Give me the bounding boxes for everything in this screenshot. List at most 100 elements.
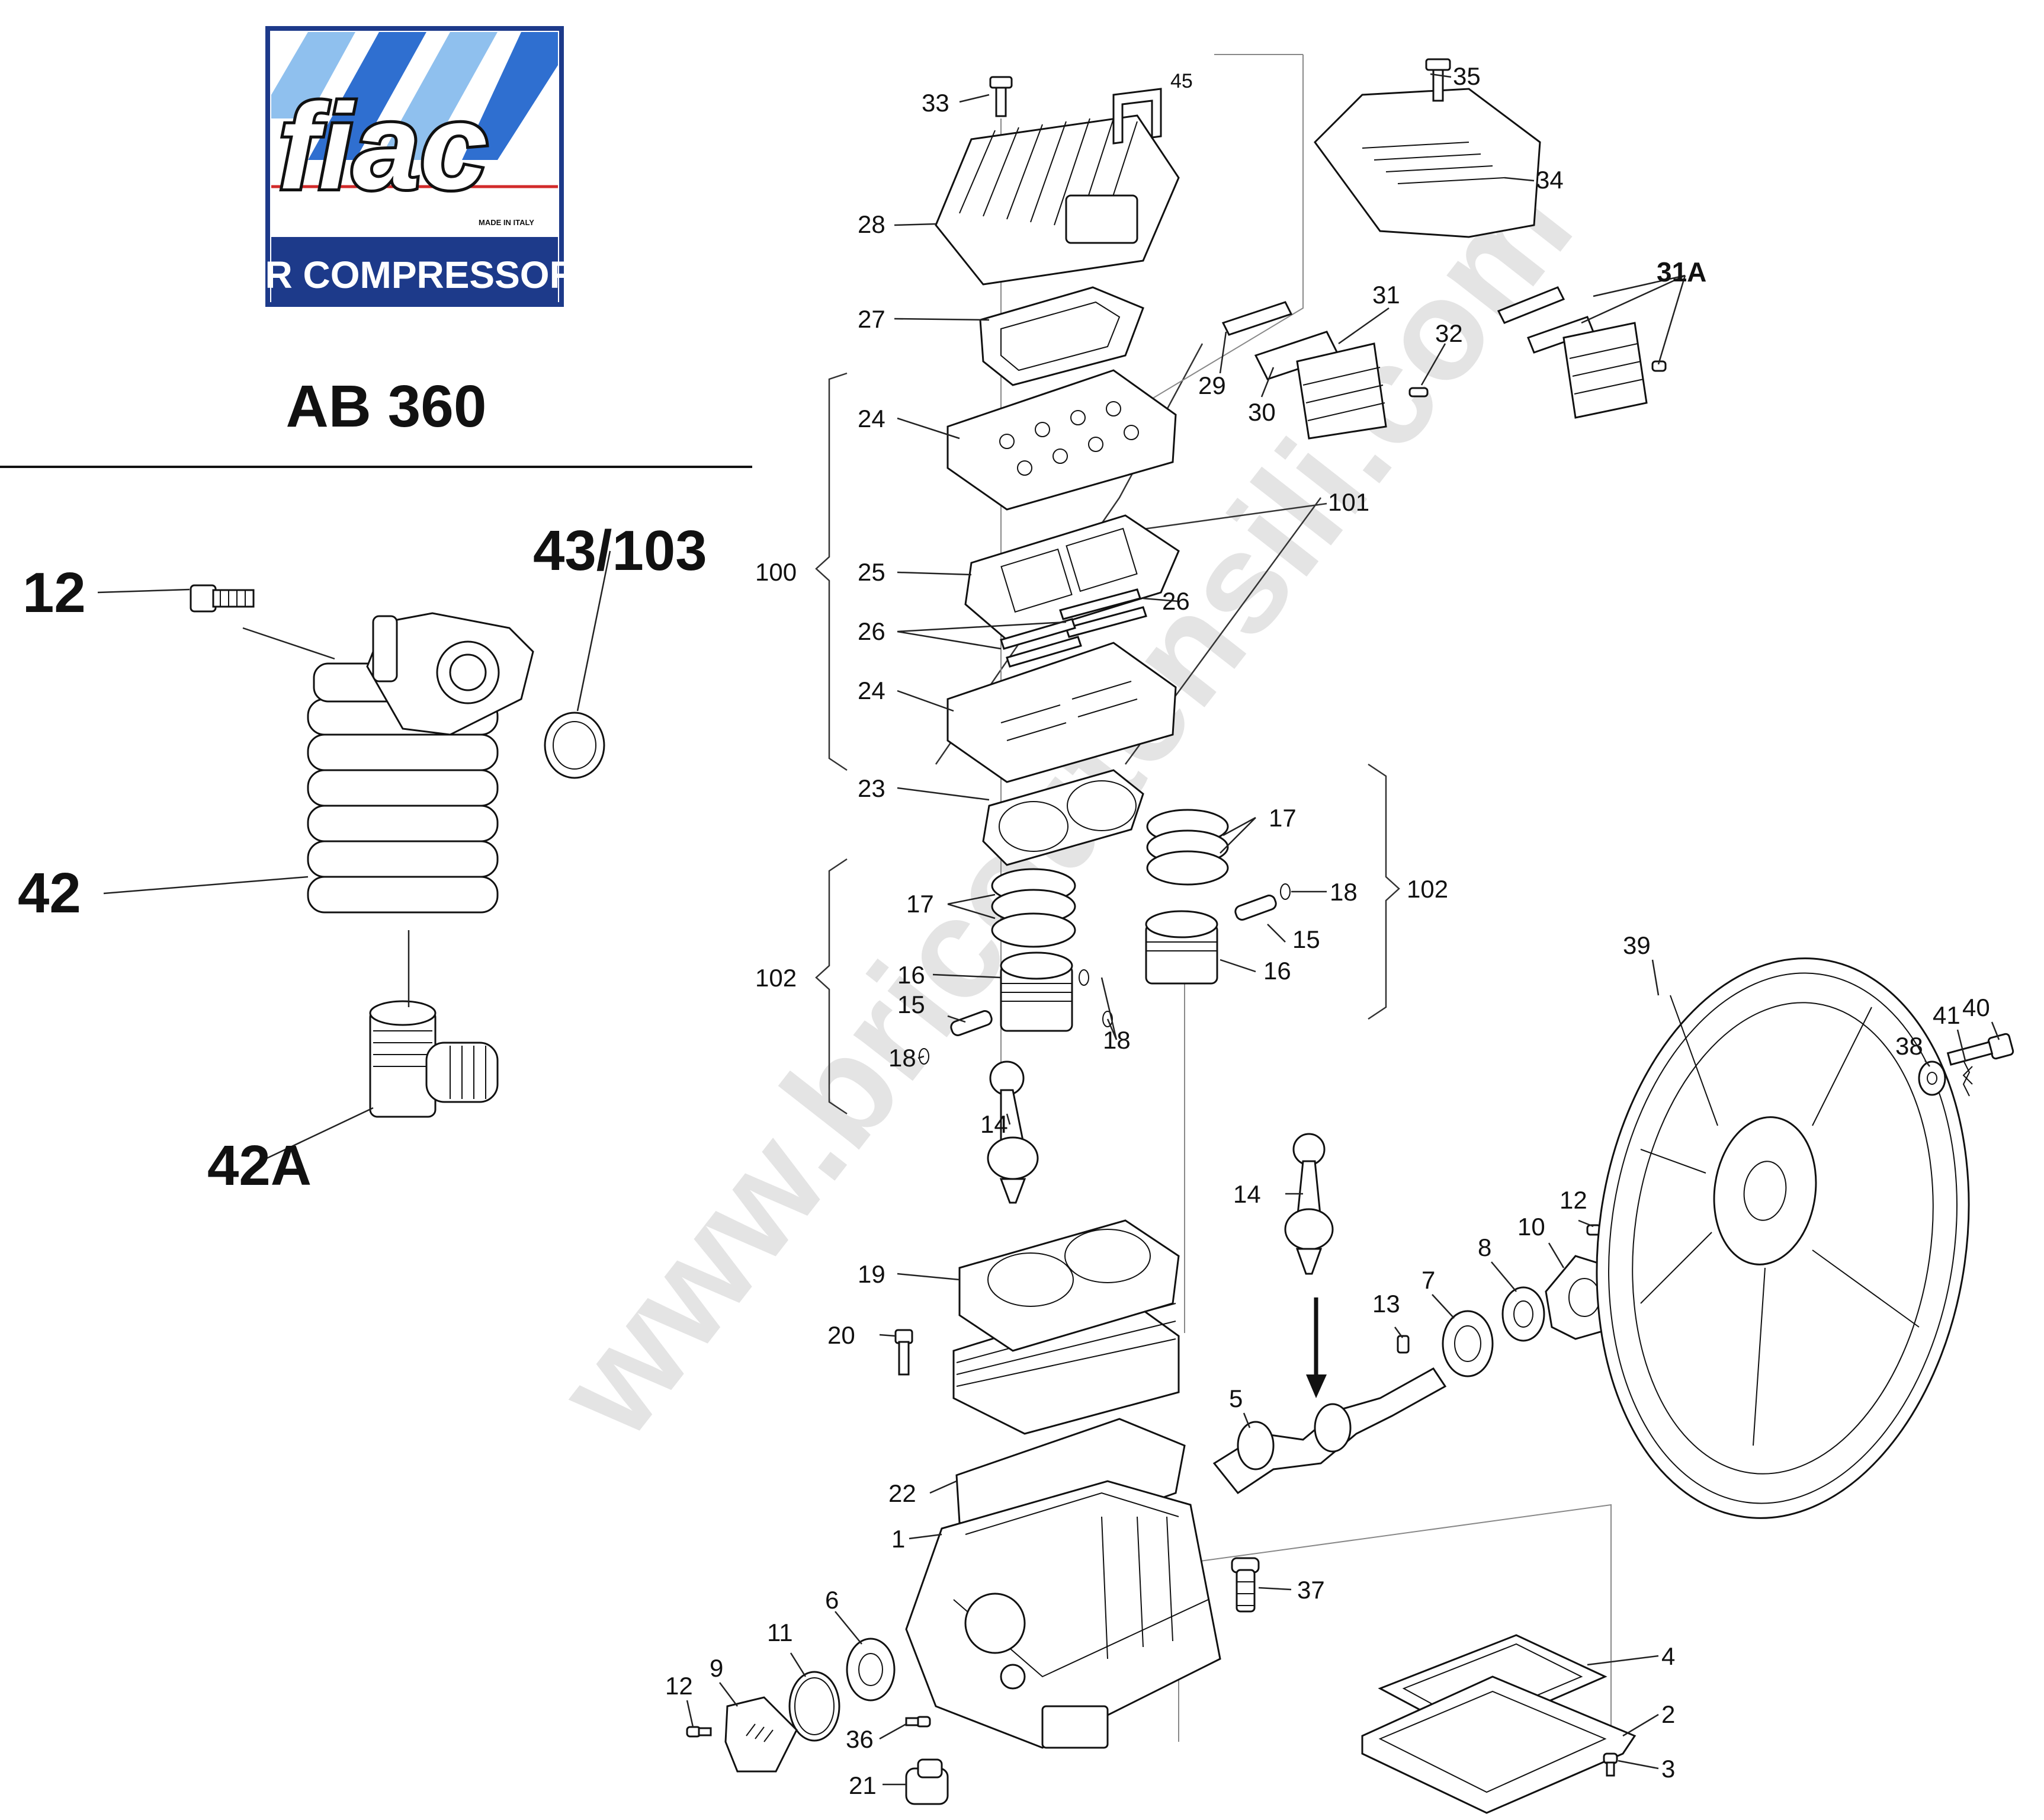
flywheel-pulley-39 bbox=[1596, 957, 1970, 1519]
part-label: 24 bbox=[858, 405, 885, 432]
logo-tagline: MADE IN ITALY bbox=[479, 218, 534, 227]
piston-16-right bbox=[1145, 910, 1218, 985]
model-title: AB 360 bbox=[285, 373, 486, 440]
bearing-6 bbox=[846, 1638, 896, 1702]
washer-38 bbox=[1918, 1060, 1946, 1096]
cylinder-block-19 bbox=[952, 1219, 1180, 1435]
screw-12-left bbox=[686, 1726, 712, 1738]
part-label: 26 bbox=[1162, 587, 1190, 615]
part-label: 40 bbox=[1962, 994, 1990, 1021]
part-label: 30 bbox=[1248, 398, 1276, 426]
part-label: 35 bbox=[1453, 62, 1481, 90]
part-label: 7 bbox=[1422, 1266, 1435, 1294]
part-label: 15 bbox=[897, 991, 925, 1018]
part-label: 8 bbox=[1478, 1233, 1491, 1261]
part-label: 18 bbox=[1330, 878, 1358, 906]
gasket-25 bbox=[964, 514, 1180, 641]
part-label: 20 bbox=[827, 1321, 855, 1349]
part-label: 10 bbox=[1517, 1213, 1545, 1241]
part-label: 31A bbox=[1657, 257, 1706, 287]
part-label: 36 bbox=[846, 1725, 874, 1753]
inset-label-12: 12 bbox=[23, 561, 86, 624]
part-label: 4 bbox=[1661, 1642, 1675, 1670]
part-label: 15 bbox=[1292, 925, 1320, 953]
fiac-logo: fiac MADE IN ITALY AIR COMPRESSORS bbox=[227, 26, 602, 307]
breather-37 bbox=[1231, 1557, 1260, 1613]
part-label: 17 bbox=[1269, 804, 1297, 832]
part-label: 41 bbox=[1933, 1001, 1960, 1029]
group-label-102-right: 102 bbox=[1407, 875, 1448, 903]
inset-cylinder-42 bbox=[307, 612, 534, 914]
assembly-arrow bbox=[1306, 1297, 1327, 1398]
group-label-101: 101 bbox=[1328, 488, 1369, 516]
logo-brand: fiac bbox=[278, 79, 487, 214]
connecting-rod-14-right bbox=[1284, 1133, 1334, 1275]
part-label: 34 bbox=[1536, 166, 1564, 194]
oring-11 bbox=[788, 1671, 840, 1742]
group-label-100: 100 bbox=[755, 558, 797, 586]
part-label: 29 bbox=[1198, 371, 1226, 399]
bearing-7 bbox=[1442, 1310, 1494, 1377]
part-label: 14 bbox=[980, 1110, 1008, 1138]
head-cover-34 bbox=[1314, 58, 1541, 238]
part-label: 2 bbox=[1661, 1700, 1675, 1728]
lock-washer-41 bbox=[1962, 1060, 1973, 1097]
inset-elbow-42A bbox=[369, 1000, 499, 1118]
label-leader-lines bbox=[686, 73, 2000, 1786]
circlips-18 bbox=[919, 883, 1291, 1065]
group-label-102-left: 102 bbox=[755, 964, 797, 992]
part-labels: 33 45 35 34 28 31A 27 31 32 29 30 24 101… bbox=[665, 62, 1990, 1799]
part-label: 12 bbox=[1560, 1186, 1587, 1214]
gasket-27 bbox=[979, 286, 1144, 386]
part-label: 18 bbox=[1103, 1026, 1131, 1054]
gasket-23 bbox=[982, 769, 1144, 866]
inset-bolt-12 bbox=[190, 584, 255, 613]
part-label: 9 bbox=[710, 1654, 723, 1682]
cylinder-head-28 bbox=[935, 76, 1180, 286]
valve-parts-31A bbox=[1497, 286, 1667, 419]
inset-leader-lines bbox=[97, 550, 611, 1162]
part-label: 12 bbox=[665, 1672, 693, 1700]
piston-pins-15 bbox=[950, 895, 1277, 1036]
part-label: 24 bbox=[858, 677, 885, 704]
flange-9 bbox=[724, 1696, 798, 1773]
valve-parts-29-32 bbox=[1221, 301, 1429, 440]
part-label: 32 bbox=[1435, 319, 1463, 347]
part-label: 5 bbox=[1229, 1385, 1243, 1412]
part-label: 17 bbox=[906, 890, 934, 918]
part-label: 18 bbox=[888, 1044, 916, 1072]
piston-rings-17-left bbox=[991, 868, 1076, 948]
part-label: 16 bbox=[897, 961, 925, 989]
inset-label-43-103: 43/103 bbox=[533, 519, 707, 582]
part-label: 37 bbox=[1297, 1576, 1325, 1604]
inset-label-42A: 42A bbox=[207, 1134, 312, 1197]
part-label: 19 bbox=[858, 1260, 885, 1288]
crankshaft-5 bbox=[1212, 1367, 1447, 1495]
part-label: 23 bbox=[858, 774, 885, 802]
bolt-20 bbox=[894, 1329, 913, 1376]
part-label: 21 bbox=[849, 1771, 877, 1799]
part-label: 6 bbox=[825, 1586, 839, 1614]
screw-3 bbox=[1603, 1752, 1618, 1777]
logo-subtitle: AIR COMPRESSORS bbox=[227, 254, 602, 296]
valve-plate-24-lower bbox=[946, 642, 1177, 783]
valve-plate-24-top bbox=[946, 369, 1177, 511]
sump-cover-2 bbox=[1361, 1675, 1637, 1814]
seal-8 bbox=[1501, 1286, 1545, 1342]
group-labels: 100 101 102 102 bbox=[755, 488, 1448, 992]
inset-label-42: 42 bbox=[18, 861, 81, 925]
crankcase-1 bbox=[905, 1480, 1221, 1749]
part-label: 1 bbox=[891, 1525, 905, 1553]
part-label: 26 bbox=[858, 617, 885, 645]
part-label: 33 bbox=[922, 89, 949, 117]
part-label: 11 bbox=[767, 1619, 793, 1646]
screw-36 bbox=[905, 1716, 931, 1728]
part-label: 31 bbox=[1372, 281, 1400, 309]
key-13 bbox=[1397, 1335, 1410, 1354]
piston-rings-17-right bbox=[1146, 809, 1229, 886]
part-label: 22 bbox=[888, 1479, 916, 1507]
part-label: 16 bbox=[1263, 957, 1291, 985]
inset-oring-43 bbox=[544, 712, 605, 779]
